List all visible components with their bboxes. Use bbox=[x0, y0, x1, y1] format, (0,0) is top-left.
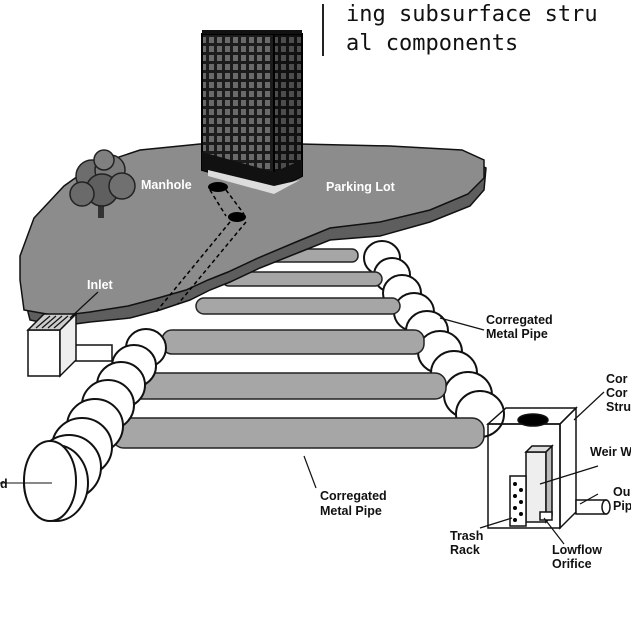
inlet-structure bbox=[26, 312, 78, 378]
label-weir: Weir W bbox=[590, 445, 631, 459]
label-pipe-bottom-line2: Metal Pipe bbox=[320, 504, 382, 518]
label-pipe-right-line1: Corregated bbox=[486, 313, 553, 327]
parking-lot-ground bbox=[19, 143, 487, 327]
trash-rack-holes bbox=[513, 482, 523, 522]
label-pipe-right-line2: Metal Pipe bbox=[486, 327, 548, 341]
label-manhole: Manhole bbox=[141, 178, 192, 192]
label-lowflow-line1: Lowflow bbox=[552, 543, 602, 557]
label-parking-lot: Parking Lot bbox=[326, 180, 396, 194]
control-structure bbox=[486, 406, 611, 530]
caption-line-2: al components bbox=[346, 31, 519, 56]
label-control-line1: Cor bbox=[606, 372, 628, 386]
label-lowflow-line2: Orifice bbox=[552, 557, 592, 571]
leader-lines bbox=[69, 291, 605, 545]
label-inlet: Inlet bbox=[87, 278, 114, 292]
label-outlet-line1: Ou bbox=[613, 485, 630, 499]
right-ring-pipe bbox=[363, 240, 505, 438]
manhole-system bbox=[155, 182, 247, 313]
label-outlet-line2: Pip bbox=[613, 499, 631, 513]
tree-icon bbox=[69, 149, 136, 218]
label-trash-line1: Trash bbox=[450, 529, 483, 543]
label-end-cap: d bbox=[0, 477, 8, 491]
label-control-line3: Stru bbox=[606, 400, 631, 414]
caption-divider bbox=[322, 4, 324, 56]
caption-line-1: ing subsurface stru bbox=[346, 2, 598, 27]
lateral-pipes bbox=[111, 248, 485, 449]
label-pipe-bottom-line1: Corregated bbox=[320, 489, 387, 503]
office-building-icon bbox=[201, 30, 303, 194]
label-control-line2: Cor bbox=[606, 386, 628, 400]
left-ring-pipe bbox=[23, 328, 167, 522]
label-trash-line2: Rack bbox=[450, 543, 480, 557]
